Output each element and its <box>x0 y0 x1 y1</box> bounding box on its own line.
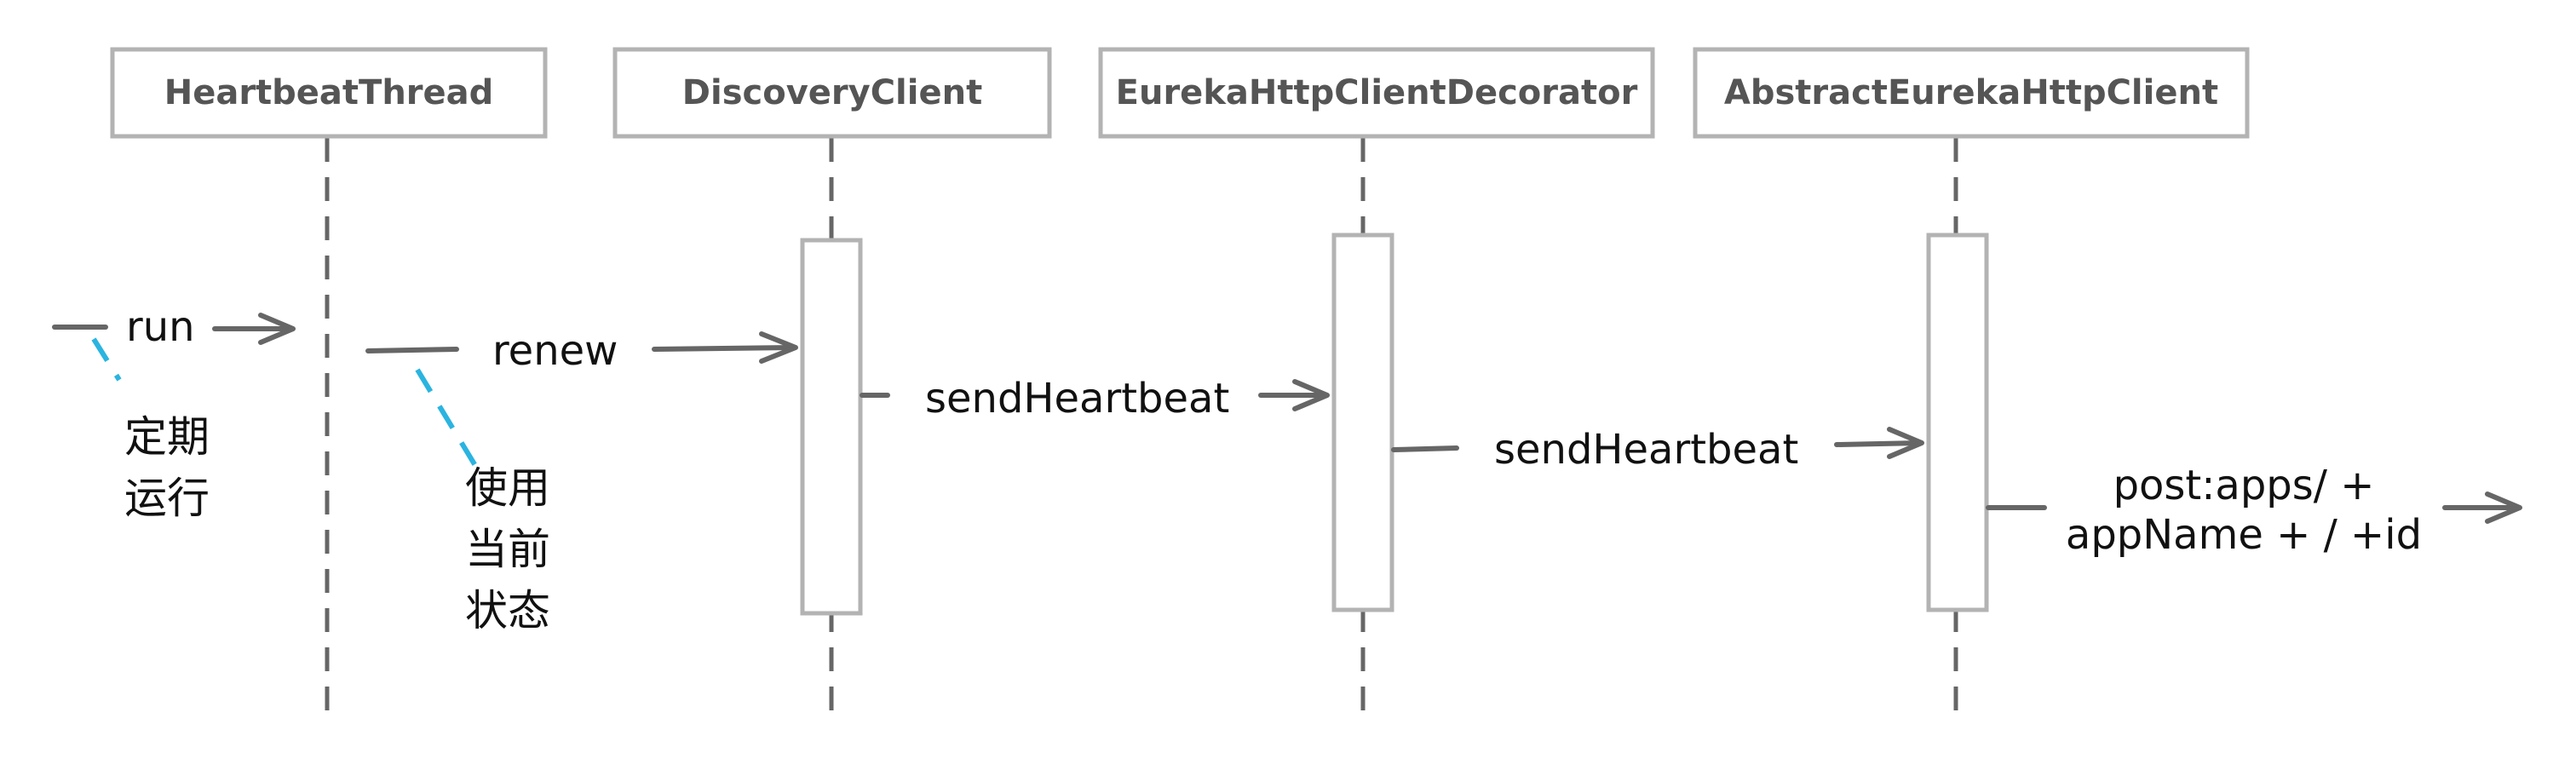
participant-heartbeat-thread: HeartbeatThread <box>110 47 548 139</box>
run-note-connector <box>91 337 122 382</box>
send-heartbeat-2-label: sendHeartbeat <box>1494 426 1798 474</box>
participant-label: EurekaHttpClientDecorator <box>1116 73 1638 112</box>
renew-note-line-2: 当前 <box>465 525 550 574</box>
note-renew: 使用 当前 状态 <box>415 368 550 635</box>
arrow-head-icon <box>1292 379 1330 411</box>
run-label: run <box>126 303 195 351</box>
send-heartbeat-2-line-start <box>1391 445 1459 452</box>
renew-line-end <box>652 345 796 352</box>
participant-abstract-client: AbstractEurekaHttpClient <box>1693 47 2250 139</box>
post-label-line-1: post:apps/ + <box>2113 462 2375 509</box>
participant-eureka-decorator: EurekaHttpClientDecorator <box>1098 47 1655 139</box>
arrow-head-icon <box>258 313 296 345</box>
post-label-line-2: appName + / +id <box>2066 511 2422 559</box>
note-run: 定期 运行 <box>91 337 210 523</box>
renew-note-connector <box>415 368 480 470</box>
participant-discovery-client: DiscoveryClient <box>612 47 1052 139</box>
participant-label: AbstractEurekaHttpClient <box>1724 73 2218 112</box>
message-send-heartbeat-2: sendHeartbeat <box>1391 426 1924 474</box>
send-heartbeat-2-line-end <box>1834 440 1923 447</box>
eureka-decorator-activation <box>1331 233 1394 612</box>
renew-line-start <box>365 347 459 353</box>
arrow-head-icon <box>1887 427 1924 459</box>
renew-note-line-1: 使用 <box>465 463 550 513</box>
message-run: run <box>52 303 296 351</box>
abstract-client-activation <box>1926 233 1989 612</box>
arrow-head-icon <box>759 331 798 364</box>
participant-label: DiscoveryClient <box>682 73 982 112</box>
run-note-line-2: 运行 <box>124 474 210 523</box>
discovery-client-activation <box>800 238 863 616</box>
message-send-heartbeat-1: sendHeartbeat <box>860 375 1330 422</box>
send-heartbeat-1-label: sendHeartbeat <box>925 375 1229 422</box>
renew-label: renew <box>492 327 618 375</box>
participant-label: HeartbeatThread <box>164 73 494 112</box>
message-post: post:apps/ + appName + / +id <box>1986 462 2522 559</box>
arrow-head-icon <box>2485 491 2522 524</box>
message-renew: renew <box>365 327 798 375</box>
run-note-line-1: 定期 <box>124 412 210 462</box>
renew-note-line-3: 状态 <box>465 586 550 635</box>
